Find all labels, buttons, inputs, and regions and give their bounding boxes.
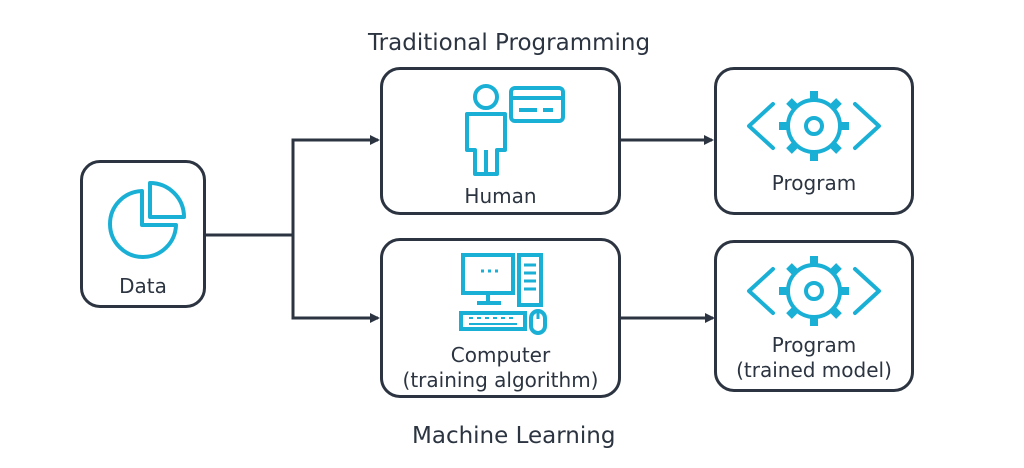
- program-label: Program: [771, 171, 857, 195]
- program-box: Program: [714, 67, 914, 215]
- code-gear-icon: [747, 91, 881, 161]
- data-label: Data: [119, 274, 167, 298]
- trained-program-box: Program (trained model): [714, 240, 914, 392]
- data-box: Data: [80, 160, 206, 308]
- machine-learning-caption: Machine Learning: [412, 423, 616, 449]
- computer-box: Computer (training algorithm): [380, 238, 621, 398]
- desktop-computer-icon: [459, 253, 547, 335]
- pie-chart-icon: [108, 181, 186, 259]
- computer-label: Computer: [450, 343, 551, 367]
- person-icon: [465, 84, 507, 176]
- branch-to-computer-arrow: [291, 235, 380, 323]
- human-box: Human: [380, 67, 621, 215]
- human-label: Human: [464, 184, 537, 208]
- trained-program-label: Program: [771, 333, 857, 357]
- training-algorithm-label: (training algorithm): [402, 368, 599, 392]
- branch-to-human-arrow: [291, 135, 380, 235]
- traditional-programming-caption: Traditional Programming: [368, 30, 651, 56]
- trained-model-label: (trained model): [736, 358, 892, 382]
- code-gear-icon: [747, 256, 881, 326]
- card-icon: [509, 86, 565, 123]
